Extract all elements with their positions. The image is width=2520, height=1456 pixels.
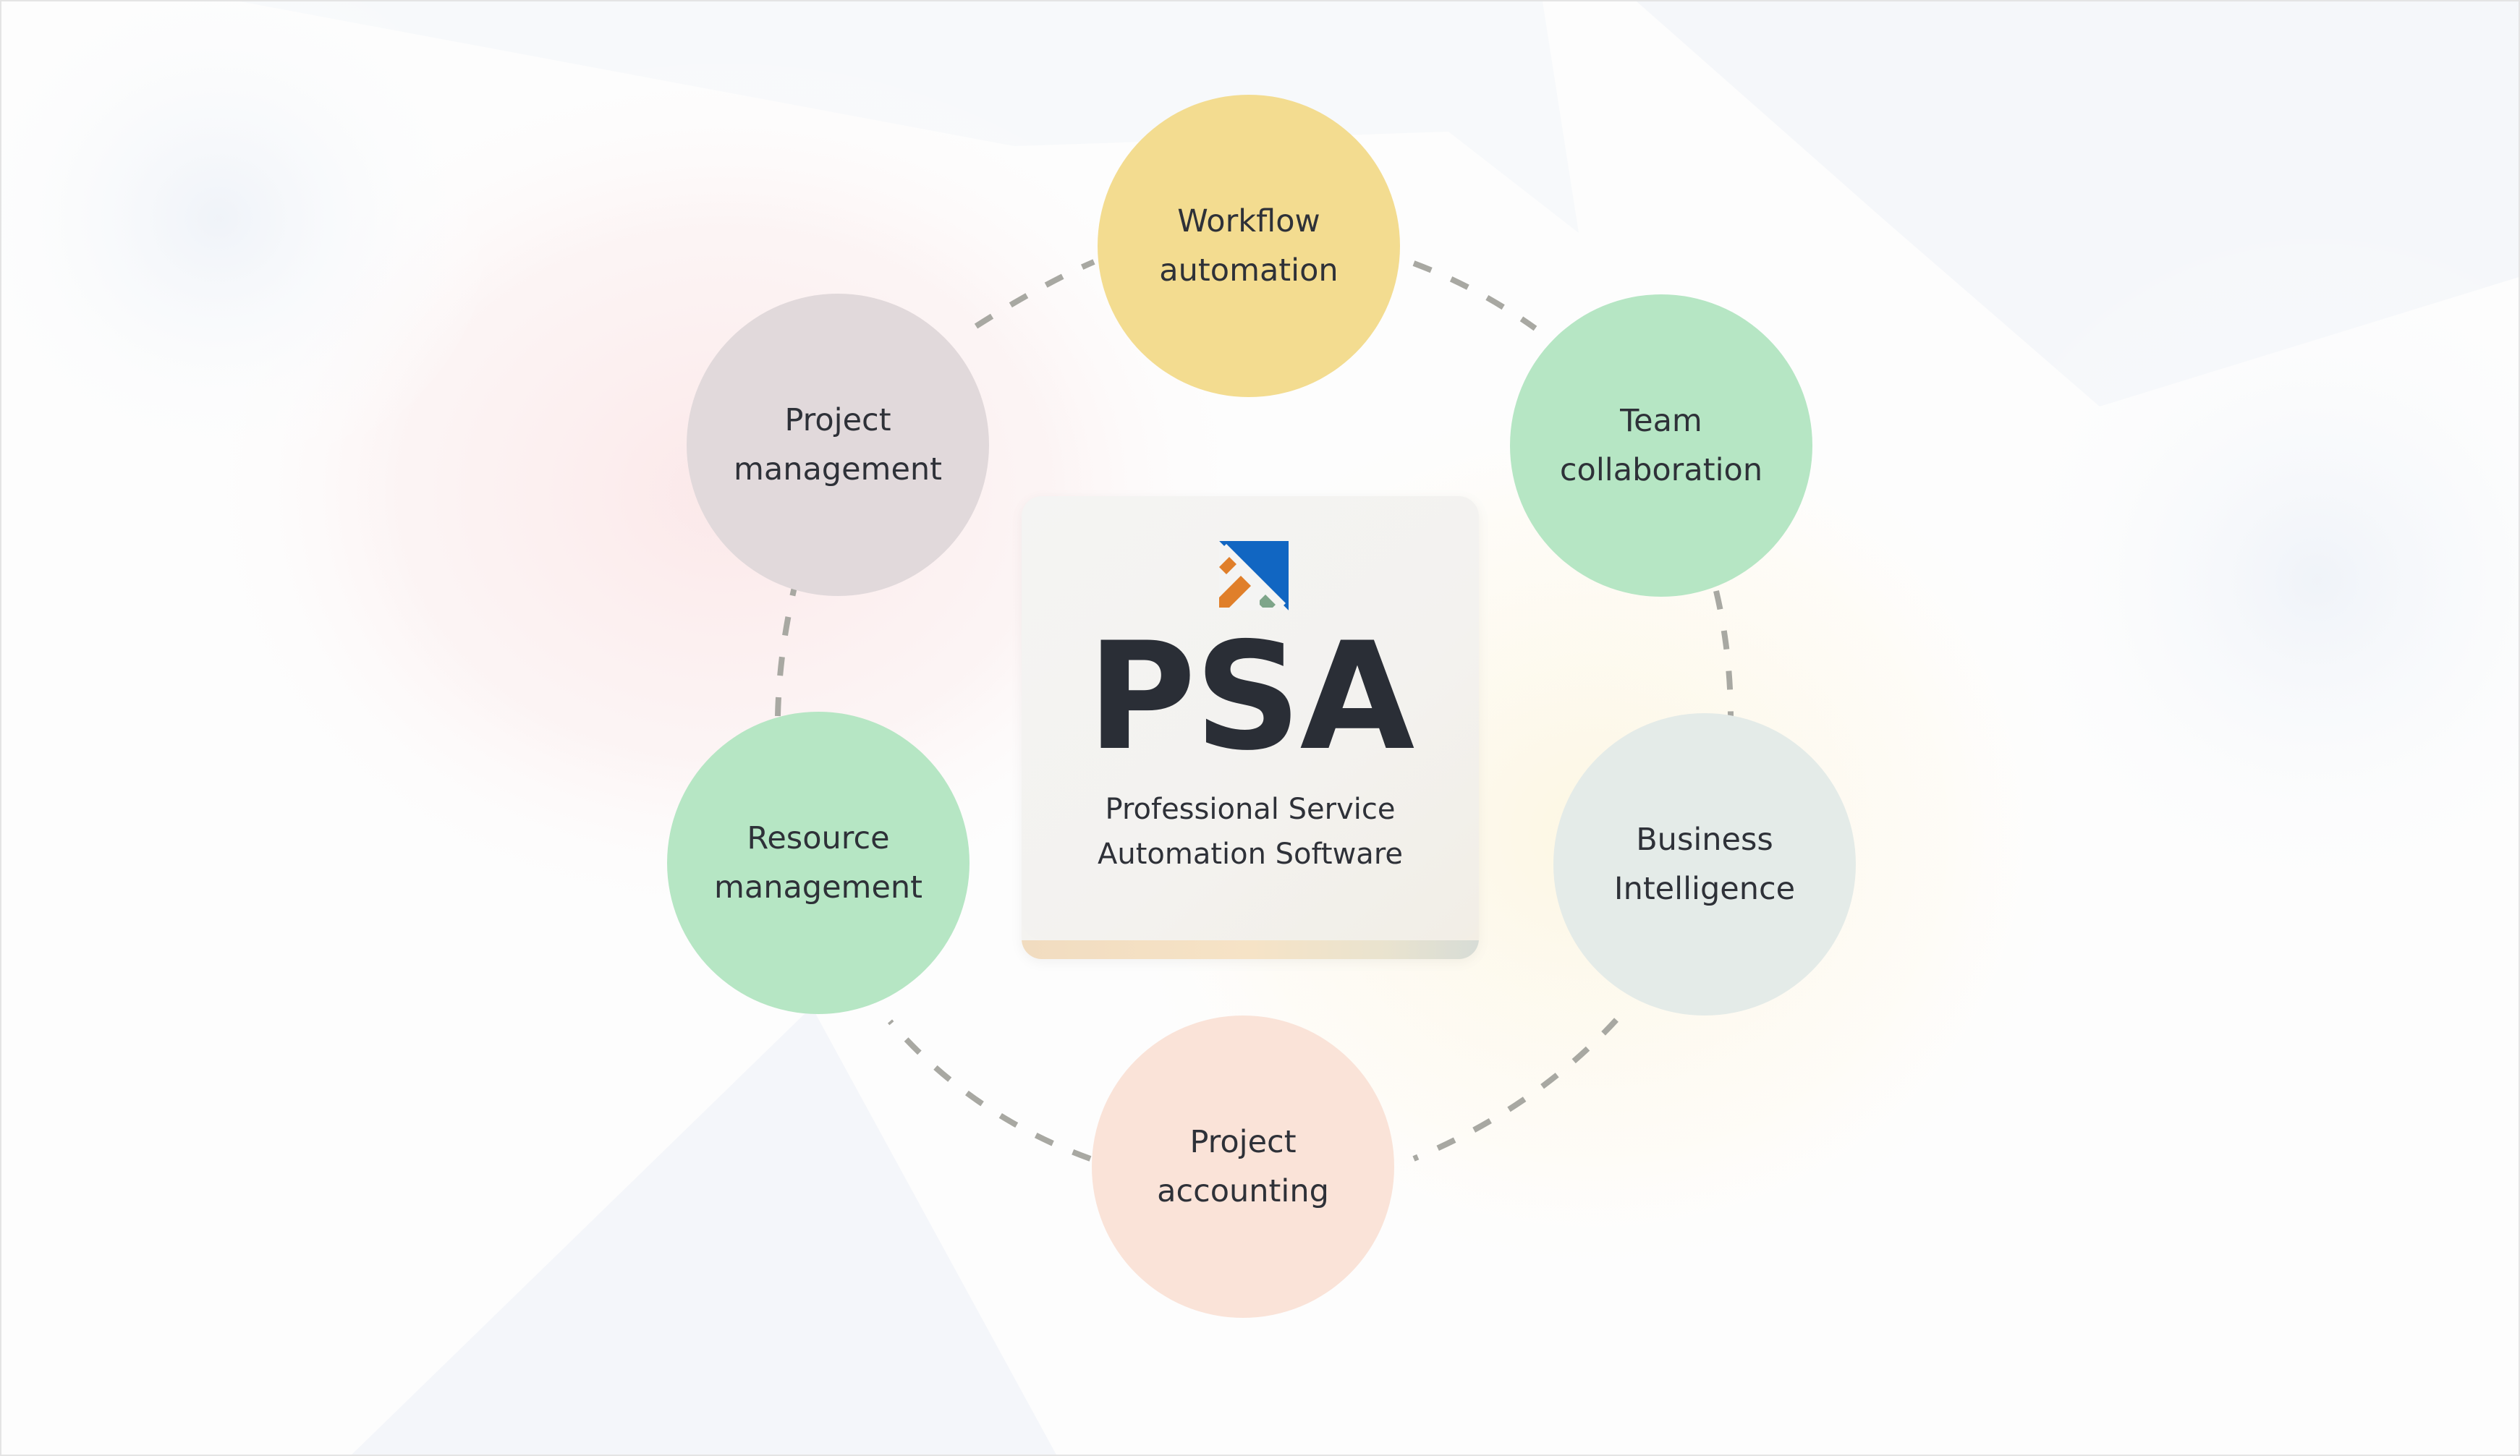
node-business-intelligence: Business Intelligence (1553, 713, 1856, 1016)
logo-white-line (1222, 544, 1286, 608)
dashed-connectors (775, 259, 1734, 1162)
node-label: Resource management (713, 820, 923, 906)
node-label: Project management (733, 402, 943, 488)
logo-orange-stripe-1 (1219, 557, 1236, 574)
node-label: Project accounting (1157, 1124, 1329, 1209)
logo-orange-stripe-2 (1219, 576, 1251, 608)
connector-accounting-resource (887, 1019, 1092, 1162)
psa-title: PSA (1087, 611, 1415, 783)
connector-team-bi (1713, 590, 1734, 718)
node-team-collaboration: Team collaboration (1510, 294, 1812, 597)
node-label: Team collaboration (1559, 403, 1763, 488)
node-workflow-automation: Workflow automation (1098, 95, 1400, 397)
node-resource-management: Resource management (667, 712, 970, 1014)
logo-green-stripe (1260, 595, 1276, 608)
node-project-management: Project management (687, 294, 989, 596)
psa-subtitle: Professional Service Automation Software (1022, 787, 1479, 877)
card-bottom-strip (1022, 940, 1479, 959)
connector-project-workflow (974, 259, 1095, 329)
psa-logo-icon (1219, 541, 1289, 610)
node-label: Business Intelligence (1613, 822, 1796, 907)
subtitle-line-2: Automation Software (1097, 838, 1403, 871)
node-label: Workflow automation (1159, 203, 1339, 289)
subtitle-line-1: Professional Service (1105, 793, 1396, 826)
connector-workflow-team (1412, 260, 1537, 331)
connector-resource-project (775, 587, 797, 717)
node-project-accounting: Project accounting (1092, 1016, 1394, 1318)
connector-bi-accounting (1412, 1018, 1619, 1162)
